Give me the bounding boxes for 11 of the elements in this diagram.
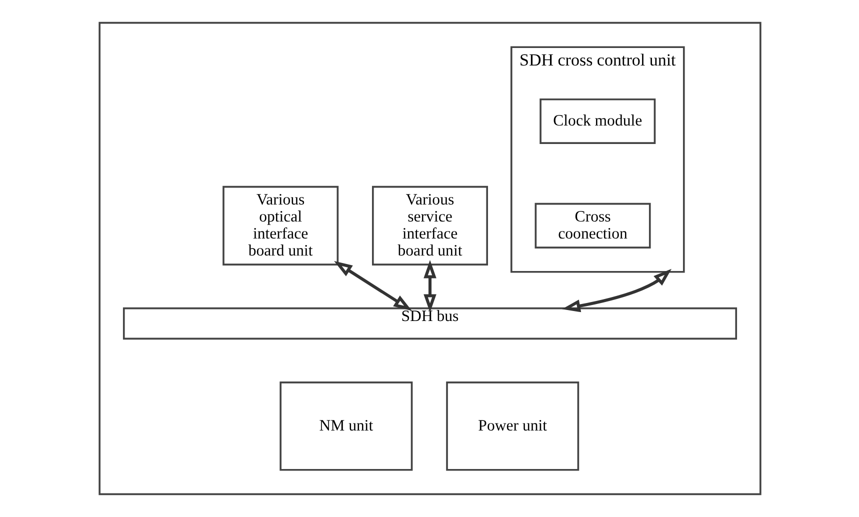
- node-box: Clock module: [539, 98, 656, 144]
- arrow: [423, 260, 436, 312]
- arrow: [334, 261, 412, 311]
- cluster: [98, 22, 761, 496]
- node-box: SDH bus: [122, 307, 737, 340]
- node-box: Power unit: [446, 382, 579, 471]
- node-box: Various optical interface board unit: [222, 186, 338, 266]
- node-box: Cross coonection: [534, 202, 650, 248]
- arrow: [562, 268, 672, 312]
- node-box: NM unit: [279, 382, 412, 471]
- node-box: Various service interface board unit: [372, 186, 488, 266]
